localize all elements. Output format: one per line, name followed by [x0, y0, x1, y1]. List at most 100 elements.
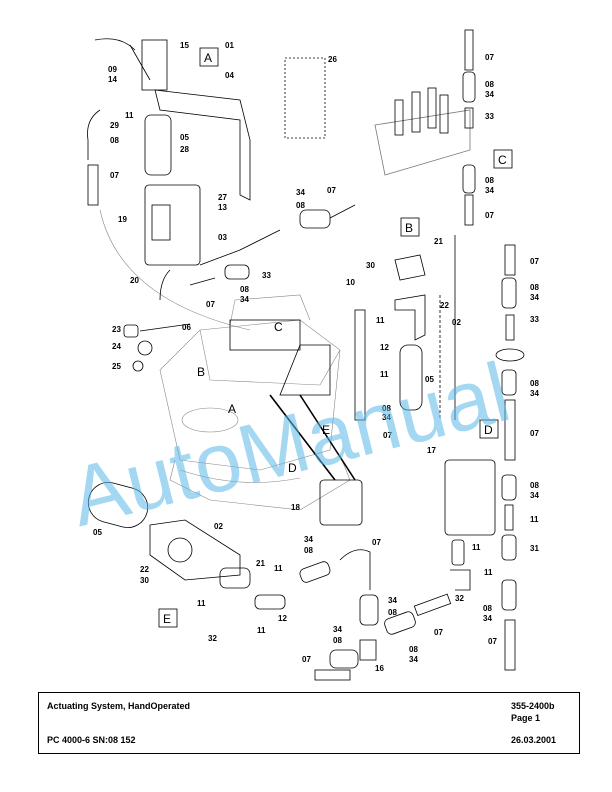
callout: 21 [434, 237, 443, 246]
callout: 08 [530, 283, 539, 292]
callout: 34 [240, 295, 249, 304]
callout: 08 [388, 608, 397, 617]
callout: 17 [427, 446, 436, 455]
callout: 11 [380, 370, 389, 379]
callout: 08 [240, 285, 249, 294]
callout: 03 [218, 233, 227, 242]
page-number: Page 1 [511, 713, 541, 723]
callout: 08 [485, 176, 494, 185]
callout: 34 [333, 625, 342, 634]
callout: 29 [110, 121, 119, 130]
callout: 34 [530, 491, 539, 500]
callout: 26 [328, 55, 337, 64]
callout: 07 [372, 538, 381, 547]
document-date: 26.03.2001 [511, 735, 557, 745]
callout: 33 [485, 112, 494, 121]
callout: 08 [304, 546, 313, 555]
callout: 07 [434, 628, 443, 637]
callout: 15 [180, 41, 189, 50]
callout: 27 [218, 193, 227, 202]
callout: 34 [304, 535, 313, 544]
document-title: Actuating System, HandOperated [47, 701, 191, 711]
callout: 07 [302, 655, 311, 664]
callout: 33 [530, 315, 539, 324]
callout: 08 [333, 636, 342, 645]
section-label-d: D [484, 423, 493, 437]
model-serial: PC 4000-6 SN:08 152 [47, 735, 136, 745]
callout: 23 [112, 325, 121, 334]
section-label-e: E [163, 612, 171, 626]
callout: 05 [425, 375, 434, 384]
callout: 08 [530, 379, 539, 388]
callout: 12 [278, 614, 287, 623]
callout: 07 [383, 431, 392, 440]
callout: 34 [296, 188, 305, 197]
callout: 16 [375, 664, 384, 673]
callout: 05 [180, 133, 189, 142]
watermark: AutoManual [61, 344, 519, 544]
callout: 30 [140, 576, 149, 585]
callout: 33 [262, 271, 271, 280]
callout: 09 [108, 65, 117, 74]
callout: 08 [382, 404, 391, 413]
callout: 05 [93, 528, 102, 537]
callout: 11 [484, 568, 493, 577]
callout: 02 [452, 318, 461, 327]
callout: 08 [485, 80, 494, 89]
section-label-c: C [498, 153, 507, 167]
section-label-d-ref: D [288, 461, 297, 475]
callout: 10 [346, 278, 355, 287]
callout: 07 [488, 637, 497, 646]
section-label-a: A [204, 51, 212, 65]
title-block: Actuating System, HandOperated 355-2400b… [38, 692, 580, 754]
callout: 07 [530, 257, 539, 266]
section-label-b: B [405, 221, 413, 235]
callout: 07 [485, 53, 494, 62]
document-number: 355-2400b [511, 701, 555, 711]
callout: 06 [182, 323, 191, 332]
section-label-c-ref: C [274, 320, 283, 334]
callout: 32 [455, 594, 464, 603]
callout: 07 [327, 186, 336, 195]
callout: 02 [214, 522, 223, 531]
callout: 30 [366, 261, 375, 270]
callout: 04 [225, 71, 234, 80]
callout: 11 [376, 316, 385, 325]
callout: 34 [409, 655, 418, 664]
callout: 19 [118, 215, 127, 224]
callout: 11 [257, 626, 266, 635]
machine-outline [99, 209, 351, 511]
parts-diagram: 15 01 09 14 04 11 29 08 05 28 07 27 13 1… [61, 29, 539, 681]
callout: 08 [409, 645, 418, 654]
callout: 18 [291, 503, 300, 512]
callout: 34 [388, 596, 397, 605]
callout: 34 [485, 186, 494, 195]
callout: 34 [530, 293, 539, 302]
callout: 11 [125, 111, 134, 120]
callout: 25 [112, 362, 121, 371]
callout: 07 [110, 171, 119, 180]
callout: 31 [530, 544, 539, 553]
callout: 24 [112, 342, 121, 351]
callout: 11 [472, 543, 481, 552]
callout: 34 [382, 413, 391, 422]
callout: 12 [380, 343, 389, 352]
callout: 11 [197, 599, 206, 608]
callout: 08 [530, 481, 539, 490]
callout: 21 [256, 559, 265, 568]
callout: 07 [530, 429, 539, 438]
callout: 11 [274, 564, 283, 573]
callout: 34 [483, 614, 492, 623]
callout: 34 [530, 389, 539, 398]
callout: 32 [208, 634, 217, 643]
section-label-b-ref: B [197, 365, 205, 379]
section-label-e-ref: E [322, 423, 330, 437]
callout: 08 [296, 201, 305, 210]
callout: 07 [206, 300, 215, 309]
callout: 08 [483, 604, 492, 613]
callout: 34 [485, 90, 494, 99]
callout: 22 [440, 301, 449, 310]
callout: 11 [530, 515, 539, 524]
section-label-a-ref: A [228, 402, 236, 416]
callout: 13 [218, 203, 227, 212]
